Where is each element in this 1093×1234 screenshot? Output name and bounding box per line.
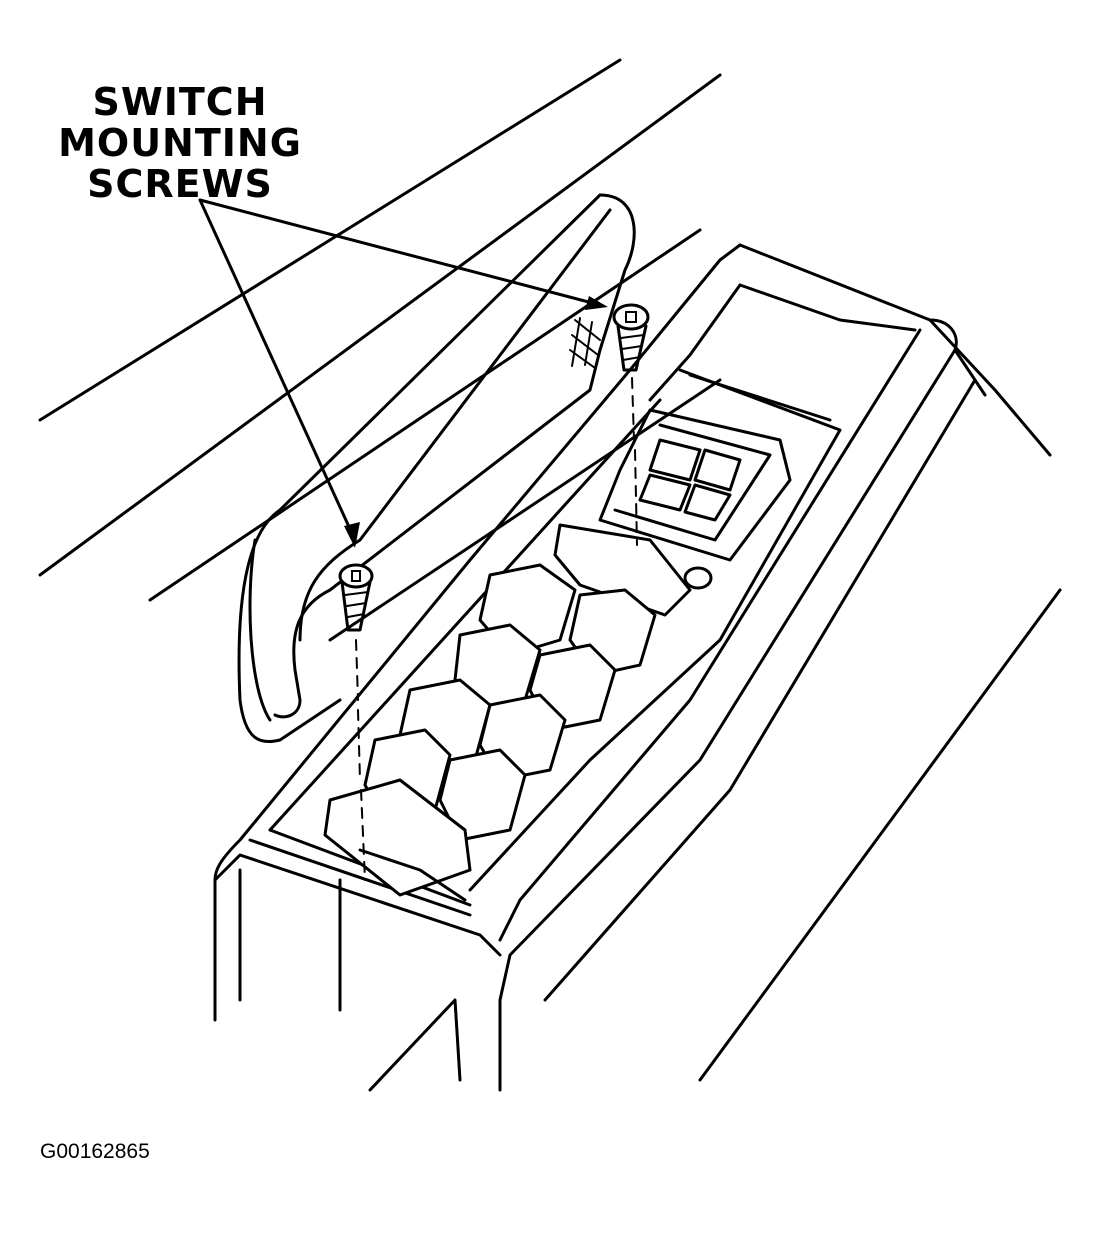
switch-housing <box>553 523 692 617</box>
arrowhead-left-icon <box>344 522 360 548</box>
background-lines <box>38 58 1062 1082</box>
callout-label-line-3: SCREWS <box>87 162 273 206</box>
figure-id: G00162865 <box>40 1140 150 1163</box>
arrowhead-right-icon <box>585 296 608 310</box>
screw-left <box>338 563 374 881</box>
switch-opening <box>268 283 917 907</box>
callout-label-line-1: SWITCH <box>92 80 268 124</box>
upper-switch-pack <box>598 408 792 562</box>
console-bezel <box>213 243 1052 1092</box>
screw-right <box>569 303 713 590</box>
callout-label-line-2: MOUNTING <box>58 121 302 165</box>
window-switches <box>323 563 657 902</box>
callout-leaders <box>198 198 608 548</box>
